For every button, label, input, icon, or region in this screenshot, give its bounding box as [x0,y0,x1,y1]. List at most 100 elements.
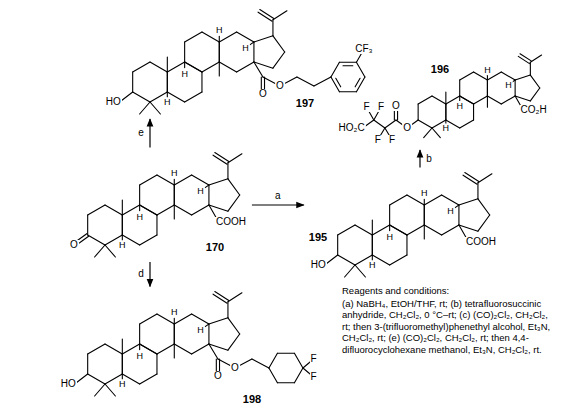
bond-line [269,353,278,368]
atom-label: H [196,187,205,196]
bond-line [105,384,115,396]
bond-line [460,120,474,128]
atom-label: F [374,135,382,145]
bond-line [445,92,446,104]
bond-line [105,344,122,354]
bond-line [227,302,228,318]
bond-line [460,72,474,80]
bond-line [215,291,229,300]
bond-line [355,225,372,235]
bond-line [331,62,340,77]
bond-line [277,353,294,354]
bond-line [228,334,240,350]
atom-label: F [310,372,318,382]
bond-line [487,76,488,80]
reaction-arrow [149,119,150,147]
compound-number: 198 [243,394,261,405]
bond-line [487,80,488,96]
bond-line [530,62,531,75]
bond-line [463,175,477,184]
bond-line [140,314,157,324]
bond-line [459,80,460,96]
bond-line [339,62,356,63]
bond-line [478,199,490,215]
bond-line [122,339,123,354]
atom-label: H [483,66,492,75]
bond-line [122,354,123,374]
bond-line [88,205,105,215]
step-letter: d [137,269,145,279]
bond-line [133,62,150,72]
bond-line [432,96,446,104]
bond-line [424,128,432,138]
bond-line [272,20,273,36]
bond-line [122,200,123,215]
bond-line [478,215,490,231]
atom-label: H [135,352,144,361]
atom-label: HO [105,97,122,107]
atom-label: H [215,26,224,35]
atom-label: O [275,81,285,91]
bond-line [297,77,314,86]
bond-line [139,205,140,211]
bond-line [407,225,424,235]
bond-line [424,199,425,205]
reagent-note: Reagents and conditions: [342,285,558,296]
bond-line [331,77,340,92]
bond-line [343,65,353,66]
bond-line [424,225,441,235]
bond-line [95,384,105,396]
bond-line [132,72,133,92]
bond-line [140,175,157,185]
bond-line [355,265,365,277]
atom-label: O [402,123,412,133]
bond-line [314,77,331,86]
bond-line [139,185,140,205]
bond-line [174,324,175,344]
bond-line [185,32,202,42]
bond-line [515,75,530,80]
bond-line [277,382,294,383]
bond-line [253,42,254,62]
bond-line [213,155,227,164]
compound-number: 196 [431,64,449,75]
step-letter: a [274,191,282,201]
bond-line [260,9,274,18]
bond-line [338,225,355,235]
atom-label: O [258,89,268,99]
atom-label: CO₂H [520,105,548,115]
bond-line [530,75,539,88]
bond-line [208,185,209,205]
bond-line [473,104,474,120]
bond-line [208,324,209,344]
bond-line [515,80,516,96]
bond-line [432,128,440,138]
atom-label: F [363,102,371,112]
bond-line [501,96,515,104]
bond-line [87,354,88,374]
atom-label: HO [310,260,327,270]
bond-line [140,374,157,384]
bond-line [294,368,303,383]
bond-line [88,235,105,245]
atom-label: H [368,261,377,270]
atom-label: H [385,233,394,242]
step-letter: b [425,154,433,164]
bond-line [87,215,88,235]
reaction-arrow [252,204,304,205]
bond-line [339,91,356,92]
bond-line [530,88,539,101]
bond-line [474,96,488,104]
bond-line [374,120,385,128]
bond-line [477,183,478,199]
bond-line [122,215,123,235]
bond-line [156,354,157,374]
bond-line [455,205,459,208]
bond-line [345,265,355,277]
atom-label: H [446,207,455,216]
bond-line [465,172,479,181]
atom-label: H [135,213,144,222]
bond-line [273,36,285,52]
bond-line [442,195,459,205]
